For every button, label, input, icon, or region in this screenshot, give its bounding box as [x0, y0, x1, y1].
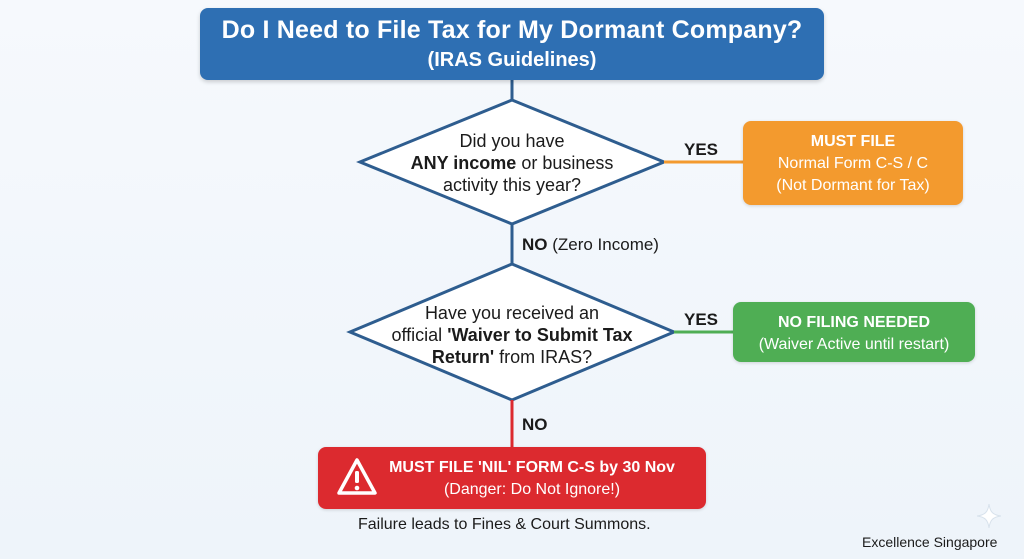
- yes-label-income: YES: [684, 140, 719, 159]
- no-label-income-bold: NO: [522, 235, 548, 254]
- no-label-income: NO (Zero Income): [522, 235, 659, 255]
- footnote: Failure leads to Fines & Court Summons.: [358, 516, 651, 533]
- title-box: Do I Need to File Tax for My Dormant Com…: [200, 8, 824, 80]
- sparkle-icon: [976, 503, 1002, 529]
- outcome-no-filing-line1: (Waiver Active until restart): [758, 336, 950, 353]
- question-income-text: Did you have ANY income or business acti…: [388, 130, 636, 196]
- page-subtitle: (IRAS Guidelines): [427, 49, 597, 71]
- no-label-waiver: NO: [522, 415, 548, 435]
- question-income-line2: ANY income or business: [388, 152, 636, 174]
- outcome-must-file-line1: Normal Form C-S / C: [777, 155, 929, 172]
- outcome-must-file-box: MUST FILE Normal Form C-S / C (Not Dorma…: [743, 121, 963, 205]
- question-income-bold: ANY income: [410, 153, 517, 173]
- question-waiver-line2-pre: official: [391, 325, 448, 345]
- question-income-line2-rest: or business: [516, 153, 614, 173]
- no-label-waiver-bold: NO: [522, 415, 548, 434]
- brand-label: Excellence Singapore: [862, 534, 998, 550]
- outcome-nil-form-title: MUST FILE 'NIL' FORM C-S by 30 Nov: [389, 459, 675, 476]
- outcome-nil-form-box: MUST FILE 'NIL' FORM C-S by 30 Nov (Dang…: [318, 447, 706, 509]
- outcome-must-file-line2: (Not Dormant for Tax): [776, 177, 930, 194]
- warning-icon: [337, 458, 377, 495]
- outcome-no-filing-title: NO FILING NEEDED: [777, 314, 930, 331]
- question-waiver-text: Have you received an official 'Waiver to…: [378, 302, 646, 368]
- question-waiver-line3-rest: from IRAS?: [494, 347, 593, 367]
- question-income-line3: activity this year?: [442, 175, 582, 195]
- question-waiver-line3: Return' from IRAS?: [378, 346, 646, 368]
- outcome-must-file-title: MUST FILE: [810, 133, 896, 150]
- outcome-nil-form-line1: (Danger: Do Not Ignore!): [443, 481, 621, 498]
- no-label-income-rest: (Zero Income): [547, 235, 659, 254]
- question-waiver-line1: Have you received an: [424, 303, 600, 323]
- question-income-line1: Did you have: [459, 131, 565, 151]
- page-title: Do I Need to File Tax for My Dormant Com…: [221, 16, 803, 44]
- question-waiver-line2: official 'Waiver to Submit Tax: [378, 324, 646, 346]
- question-waiver-line2-bold: 'Waiver to Submit Tax: [447, 325, 633, 345]
- question-waiver-line3-bold: Return': [431, 347, 495, 367]
- outcome-no-filing-box: NO FILING NEEDED (Waiver Active until re…: [733, 302, 975, 362]
- yes-label-waiver: YES: [684, 310, 719, 329]
